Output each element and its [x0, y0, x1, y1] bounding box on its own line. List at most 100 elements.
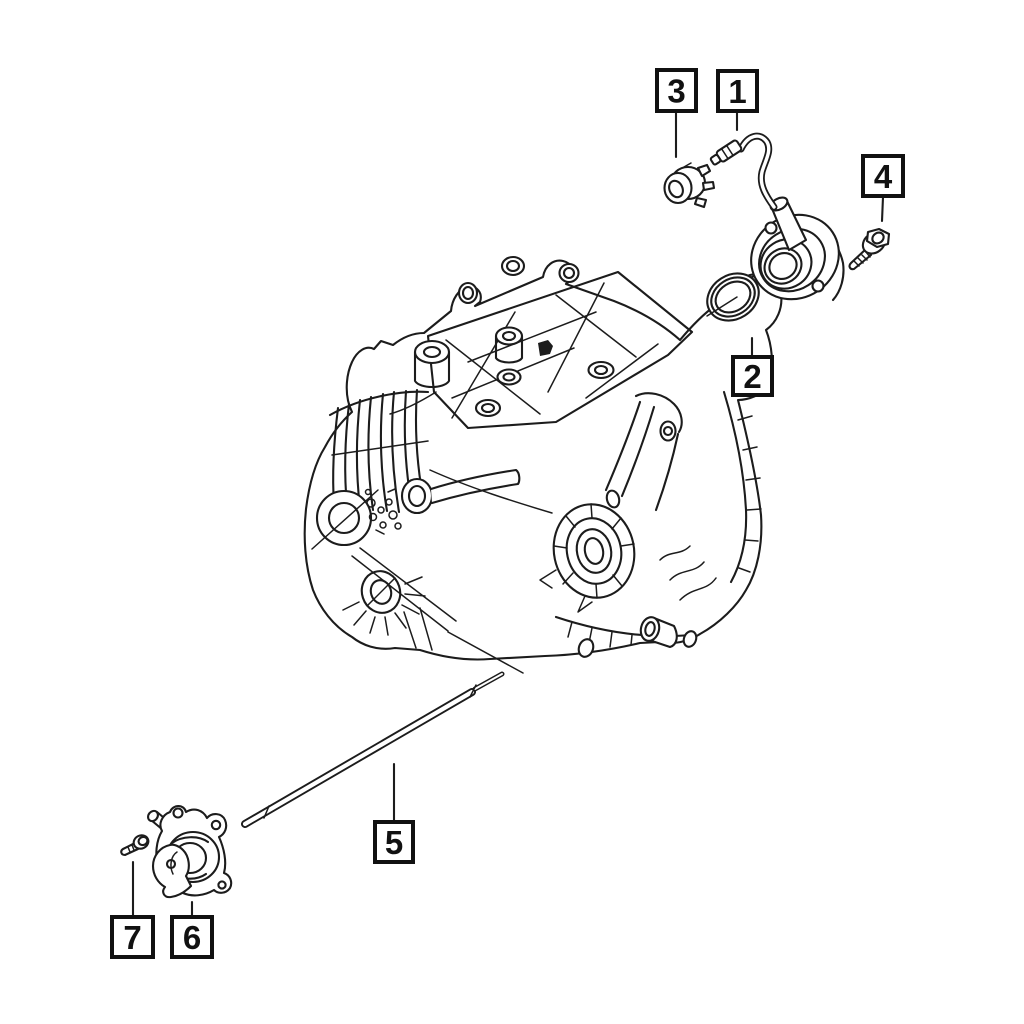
line-art-path	[539, 569, 593, 613]
line-art-path	[654, 432, 680, 512]
part-4-flange-bolt	[848, 227, 891, 271]
line-art-path	[170, 851, 178, 875]
callout-6-number: 6	[183, 919, 201, 956]
line-art-path	[768, 251, 798, 281]
line-art-path	[375, 488, 396, 535]
axle-opening	[342, 570, 426, 636]
seal-pointer-line	[706, 296, 738, 317]
line-art-path	[558, 262, 580, 284]
line-art-path	[737, 415, 762, 573]
case-to-rod-pointer-line	[447, 631, 524, 674]
line-art-path	[731, 355, 774, 397]
line-art-path	[445, 282, 659, 419]
line-art-path	[379, 390, 401, 514]
line-art-path	[426, 270, 694, 430]
detent-detail-cluster	[364, 488, 402, 535]
line-art-path	[759, 238, 813, 290]
line-art-path	[583, 537, 605, 565]
line-art-path	[480, 402, 496, 414]
line-art-path	[848, 247, 873, 271]
line-art-path	[604, 400, 656, 498]
line-art-path	[634, 392, 683, 434]
line-art-path	[366, 498, 376, 508]
line-art-path	[242, 689, 475, 827]
line-art-path	[709, 153, 722, 166]
line-art-path	[127, 844, 135, 853]
callout-5: 5	[373, 820, 415, 864]
callout-6: 6	[170, 915, 214, 959]
line-art-path	[710, 276, 756, 318]
line-art-path	[553, 503, 635, 599]
line-art-path	[422, 345, 442, 359]
line-art-path	[385, 498, 393, 506]
line-art-path	[331, 440, 429, 456]
line-art-path	[764, 221, 778, 235]
line-art-path	[328, 390, 430, 417]
callout-3: 3	[655, 68, 698, 113]
part-5-shift-rod	[241, 671, 505, 828]
line-art-path	[682, 630, 698, 648]
line-art-path	[501, 330, 517, 342]
line-art-path	[538, 340, 553, 356]
line-art-path	[367, 577, 396, 606]
line-art-path	[500, 255, 526, 277]
line-art-path	[720, 144, 734, 160]
line-art-path	[263, 684, 477, 819]
line-art-path	[364, 488, 372, 496]
line-art-path	[400, 477, 434, 515]
line-art-path	[368, 512, 378, 522]
line-art-path	[496, 368, 522, 386]
part-6-shift-lever-assembly	[147, 804, 233, 899]
line-art-path	[853, 251, 871, 267]
line-art-path	[644, 621, 656, 637]
line-art-path	[170, 915, 214, 959]
line-art-path	[739, 134, 776, 209]
line-art-path	[662, 425, 674, 437]
line-art-path	[172, 807, 184, 819]
callout-3-number: 3	[667, 73, 685, 110]
deck-boss-cylinders	[413, 326, 615, 418]
line-art-path	[639, 616, 661, 642]
line-art-path	[655, 68, 698, 113]
callout-1: 1	[716, 69, 759, 113]
line-art-path	[413, 339, 451, 365]
line-art-path	[457, 281, 479, 305]
line-art-path	[311, 489, 379, 550]
line-art-path	[716, 69, 759, 113]
line-art-path	[575, 528, 613, 574]
line-art-path	[811, 279, 825, 293]
line-art-path	[565, 517, 623, 585]
line-art-path	[474, 398, 502, 418]
line-art-path	[502, 372, 516, 382]
line-art-path	[577, 638, 595, 658]
case-bracket-arm	[604, 392, 683, 512]
case-left-opening	[311, 489, 379, 550]
tube-fitting	[709, 139, 743, 166]
line-art-path	[871, 231, 885, 245]
part-7-lever-bolt	[120, 834, 150, 857]
line-art-path	[407, 484, 427, 508]
line-art-path	[663, 171, 693, 205]
line-art-path	[342, 576, 426, 636]
callout-7: 7	[110, 915, 155, 959]
line-art-path	[668, 179, 684, 199]
line-art-path	[474, 673, 503, 690]
callout-2: 2	[731, 355, 774, 397]
line-art-path	[210, 819, 222, 831]
callout-4: 4	[861, 154, 905, 198]
line-art-path	[379, 521, 387, 529]
line-art-path	[461, 285, 475, 301]
line-art-path	[388, 510, 398, 520]
bell-rim-band	[722, 390, 762, 584]
line-art-path	[137, 835, 149, 847]
line-art-path	[377, 506, 385, 514]
line-art-path	[327, 501, 361, 535]
line-art-path	[429, 468, 521, 505]
line-art-path	[413, 350, 451, 389]
callout-2-number: 2	[743, 358, 761, 395]
line-art-path	[217, 880, 227, 890]
callout-4-number: 4	[874, 158, 893, 195]
line-art-path	[865, 227, 891, 249]
line-art-path	[605, 489, 621, 509]
